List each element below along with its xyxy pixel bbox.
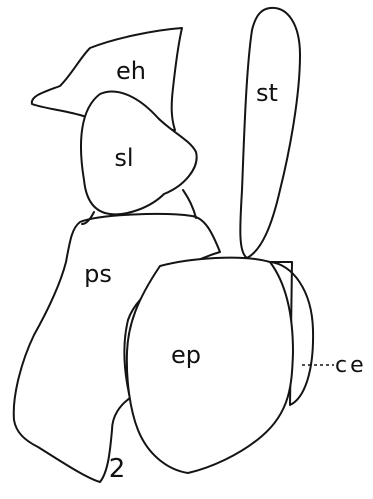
label-ce: ce — [335, 353, 367, 378]
sl-ps-connector — [81, 211, 95, 225]
sl-ps-connector-right — [182, 189, 197, 219]
label-ep: ep — [171, 341, 201, 369]
sclerite-sl — [79, 90, 198, 216]
sclerite-st — [239, 6, 301, 259]
label-ps: ps — [84, 260, 112, 288]
label-sl: sl — [114, 144, 133, 172]
figure-number: 2 — [109, 454, 126, 484]
label-st: st — [256, 79, 278, 107]
sclerite-ps — [12, 213, 221, 483]
label-eh: eh — [116, 57, 146, 85]
sclerite-ep — [125, 256, 294, 474]
